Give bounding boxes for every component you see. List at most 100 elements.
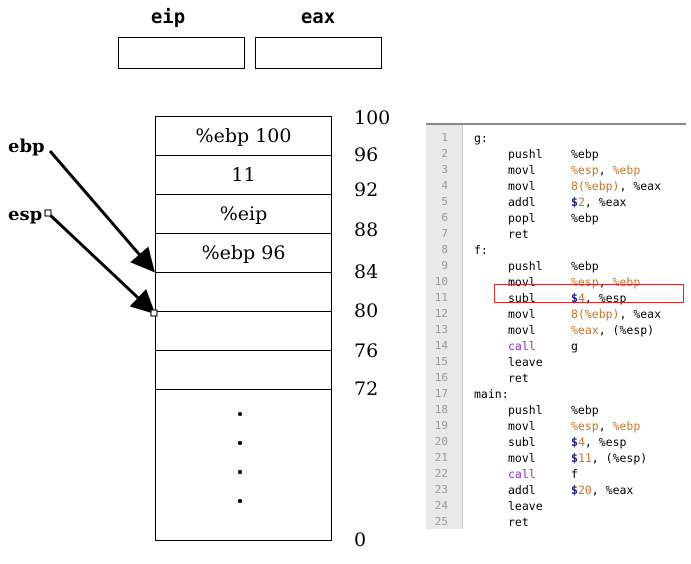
operand-token: 4 — [577, 291, 585, 305]
line-number: 4 — [441, 179, 448, 192]
address-label: 80 — [354, 300, 379, 322]
line-number: 25 — [434, 515, 448, 528]
esp-arrow-end-handle — [150, 309, 158, 317]
line-number: 2 — [441, 147, 448, 160]
stack-cell: %ebp 96 — [156, 234, 331, 273]
operand-token: , (%esp) — [591, 451, 648, 465]
code-label: main: — [474, 387, 509, 401]
operand-token: (%ebp) — [577, 307, 620, 321]
operand-token: 2 — [577, 195, 585, 209]
instruction-mnemonic: pushl — [508, 403, 543, 417]
instruction-operands: %esp, %ebp — [571, 274, 640, 290]
operand-token: %eax — [571, 323, 599, 337]
line-number: 8 — [441, 243, 448, 256]
operand-token: %ebp — [571, 147, 599, 161]
code-label: g: — [474, 131, 488, 145]
line-number: 23 — [434, 483, 448, 496]
operand-token: 20 — [577, 483, 592, 497]
instruction-mnemonic: call — [508, 467, 536, 481]
line-number: 11 — [434, 291, 448, 304]
code-line: 14 call g — [426, 338, 686, 354]
ebp-arrow — [48, 150, 155, 273]
stack-cell: 11 — [156, 156, 331, 195]
stack-memory: %ebp 100 11 %eip %ebp 96 — [155, 116, 332, 541]
instruction-mnemonic: movl — [508, 419, 536, 433]
line-number: 7 — [441, 227, 448, 240]
instruction-operands: %esp, %ebp — [571, 418, 640, 434]
instruction-operands: %ebp — [571, 258, 599, 274]
instruction-operands: $4, %esp — [571, 434, 626, 450]
instruction-mnemonic: movl — [508, 275, 536, 289]
line-number: 13 — [434, 323, 448, 336]
address-label: 92 — [354, 179, 379, 201]
operand-token: f — [571, 467, 578, 481]
operand-token: 11 — [577, 451, 592, 465]
operand-token: $ — [571, 291, 578, 305]
address-label: 0 — [354, 529, 367, 551]
eax-register-box — [255, 37, 382, 69]
operand-token: , %eax — [591, 483, 634, 497]
instruction-operands: %ebp — [571, 402, 599, 418]
stack-cell: %ebp 100 — [156, 117, 331, 156]
address-label: 72 — [354, 378, 379, 400]
ebp-pointer-label: ebp — [8, 136, 45, 157]
line-number: 14 — [434, 339, 448, 352]
code-line: 25 ret — [426, 514, 686, 530]
operand-token: $ — [571, 451, 578, 465]
instruction-mnemonic: ret — [508, 515, 529, 529]
operand-token: , %eax — [584, 195, 627, 209]
ellipsis-dot — [238, 412, 242, 416]
operand-token: 8 — [571, 179, 578, 193]
line-number: 9 — [441, 259, 448, 272]
instruction-mnemonic: ret — [508, 371, 529, 385]
address-label: 100 — [354, 107, 391, 129]
line-number: 10 — [434, 275, 448, 288]
code-line: 21 movl $11, (%esp) — [426, 450, 686, 466]
line-number: 20 — [434, 435, 448, 448]
line-number: 18 — [434, 403, 448, 416]
operand-token: , (%esp) — [598, 323, 655, 337]
instruction-mnemonic: addl — [508, 483, 536, 497]
operand-token: $ — [571, 435, 578, 449]
address-label: 88 — [354, 219, 379, 241]
operand-token: , %eax — [619, 179, 662, 193]
operand-token: %ebp — [612, 419, 641, 433]
operand-token: %ebp — [612, 163, 641, 177]
instruction-operands: g — [571, 338, 578, 354]
instruction-operands: %ebp — [571, 210, 599, 226]
operand-token: , %esp — [584, 435, 627, 449]
address-label: 76 — [354, 340, 379, 362]
address-label: 84 — [354, 261, 379, 283]
instruction-operands: %esp, %ebp — [571, 162, 640, 178]
eax-label: eax — [300, 6, 336, 28]
line-number: 21 — [434, 451, 448, 464]
line-number: 12 — [434, 307, 448, 320]
instruction-mnemonic: call — [508, 339, 536, 353]
line-number: 17 — [434, 387, 448, 400]
line-number: 24 — [434, 499, 448, 512]
highlighted-instruction-box — [494, 284, 684, 303]
instruction-operands: $11, (%esp) — [571, 450, 647, 466]
instruction-operands: %ebp — [571, 146, 599, 162]
operand-token: , %eax — [619, 307, 662, 321]
instruction-mnemonic: addl — [508, 195, 536, 209]
instruction-mnemonic: movl — [508, 451, 536, 465]
operand-token: , — [598, 275, 613, 289]
code-line: 24 leave — [426, 498, 686, 514]
instruction-mnemonic: leave — [508, 499, 543, 513]
operand-token: 8 — [571, 307, 578, 321]
instruction-operands: $4, %esp — [571, 290, 626, 306]
instruction-operands: $2, %eax — [571, 194, 626, 210]
address-label: 96 — [354, 144, 379, 166]
stack-cell: %eip — [156, 195, 331, 234]
instruction-mnemonic: subl — [508, 435, 536, 449]
